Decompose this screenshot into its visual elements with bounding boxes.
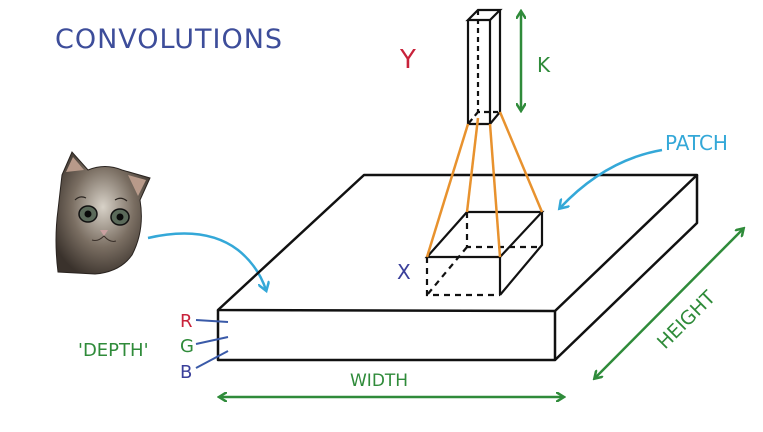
channel-pointers [195, 319, 229, 369]
channel-r-label: R [180, 311, 193, 332]
kitten-to-input-arrow [147, 232, 266, 290]
kitten-image [55, 151, 151, 275]
height-label: HEIGHT [653, 286, 720, 353]
x-label: X [397, 260, 411, 284]
output-column [465, 8, 503, 126]
height-dimension-arrow [595, 229, 743, 378]
diagram-title: CONVOLUTIONS [55, 24, 283, 55]
k-label: K [537, 53, 551, 77]
patch-label: PATCH [665, 131, 728, 155]
patch-arrow [560, 148, 663, 208]
width-label: WIDTH [350, 371, 408, 391]
projection-lines [425, 111, 544, 258]
depth-label: 'DEPTH' [78, 340, 149, 361]
y-label: Y [399, 45, 416, 75]
patch-box [424, 210, 545, 297]
input-slab [216, 173, 699, 362]
channel-b-label: B [180, 362, 192, 383]
channel-g-label: G [180, 336, 194, 357]
